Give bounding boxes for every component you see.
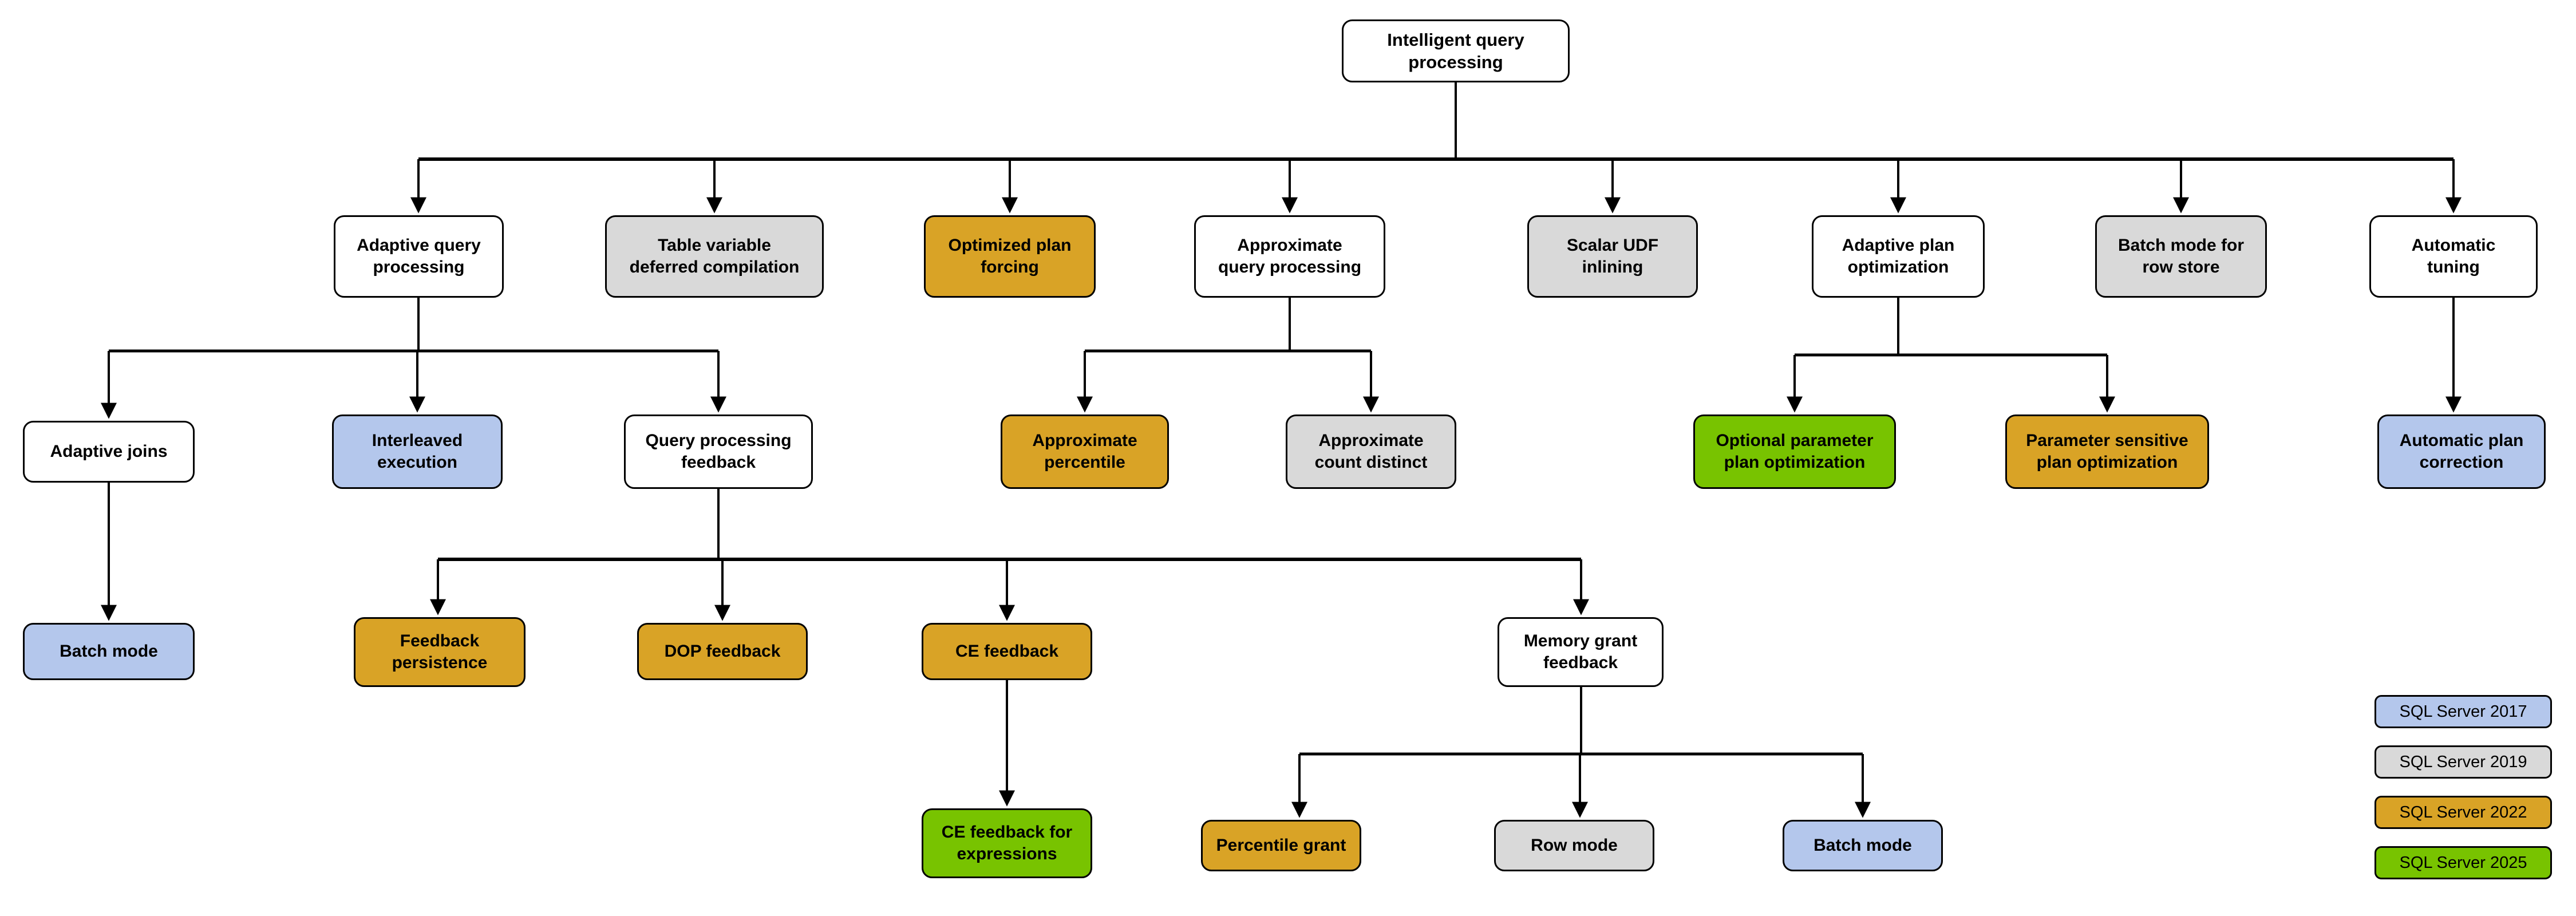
- legend-item-sql-server-2022: SQL Server 2022: [2374, 796, 2552, 829]
- node-automatic-tuning[interactable]: Automatic tuning: [2369, 215, 2538, 298]
- legend-item-sql-server-2019: SQL Server 2019: [2374, 745, 2552, 779]
- node-optional-parameter-plan-optimization[interactable]: Optional parameter plan optimization: [1693, 414, 1896, 489]
- node-approximate-query-processing[interactable]: Approximate query processing: [1194, 215, 1385, 298]
- node-feedback-persistence[interactable]: Feedback persistence: [354, 617, 526, 687]
- node-batch-mode-for-row-store[interactable]: Batch mode for row store: [2095, 215, 2267, 298]
- node-approximate-count-distinct[interactable]: Approximate count distinct: [1286, 414, 1456, 489]
- node-batch-mode-adaptive-joins[interactable]: Batch mode: [23, 623, 195, 680]
- node-dop-feedback[interactable]: DOP feedback: [637, 623, 808, 680]
- node-memory-grant-feedback[interactable]: Memory grant feedback: [1498, 617, 1664, 687]
- node-ce-feedback[interactable]: CE feedback: [922, 623, 1092, 680]
- node-batch-mode-memory-grant[interactable]: Batch mode: [1783, 820, 1943, 871]
- node-ce-feedback-for-expressions[interactable]: CE feedback for expressions: [922, 808, 1092, 878]
- node-optimized-plan-forcing[interactable]: Optimized plan forcing: [924, 215, 1096, 298]
- node-interleaved-execution[interactable]: Interleaved execution: [332, 414, 503, 489]
- node-table-variable-deferred-compilation[interactable]: Table variable deferred compilation: [605, 215, 824, 298]
- node-adaptive-query-processing[interactable]: Adaptive query processing: [334, 215, 504, 298]
- node-automatic-plan-correction[interactable]: Automatic plan correction: [2377, 414, 2546, 489]
- node-percentile-grant[interactable]: Percentile grant: [1201, 820, 1361, 871]
- legend-item-sql-server-2017: SQL Server 2017: [2374, 695, 2552, 728]
- node-parameter-sensitive-plan-optimization[interactable]: Parameter sensitive plan optimization: [2005, 414, 2209, 489]
- node-root[interactable]: Intelligent query processing: [1342, 19, 1570, 82]
- node-row-mode[interactable]: Row mode: [1494, 820, 1654, 871]
- legend-item-sql-server-2025: SQL Server 2025: [2374, 846, 2552, 879]
- node-adaptive-joins[interactable]: Adaptive joins: [23, 421, 195, 483]
- node-adaptive-plan-optimization[interactable]: Adaptive plan optimization: [1812, 215, 1985, 298]
- node-approximate-percentile[interactable]: Approximate percentile: [1001, 414, 1169, 489]
- node-query-processing-feedback[interactable]: Query processing feedback: [624, 414, 813, 489]
- node-scalar-udf-inlining[interactable]: Scalar UDF inlining: [1527, 215, 1698, 298]
